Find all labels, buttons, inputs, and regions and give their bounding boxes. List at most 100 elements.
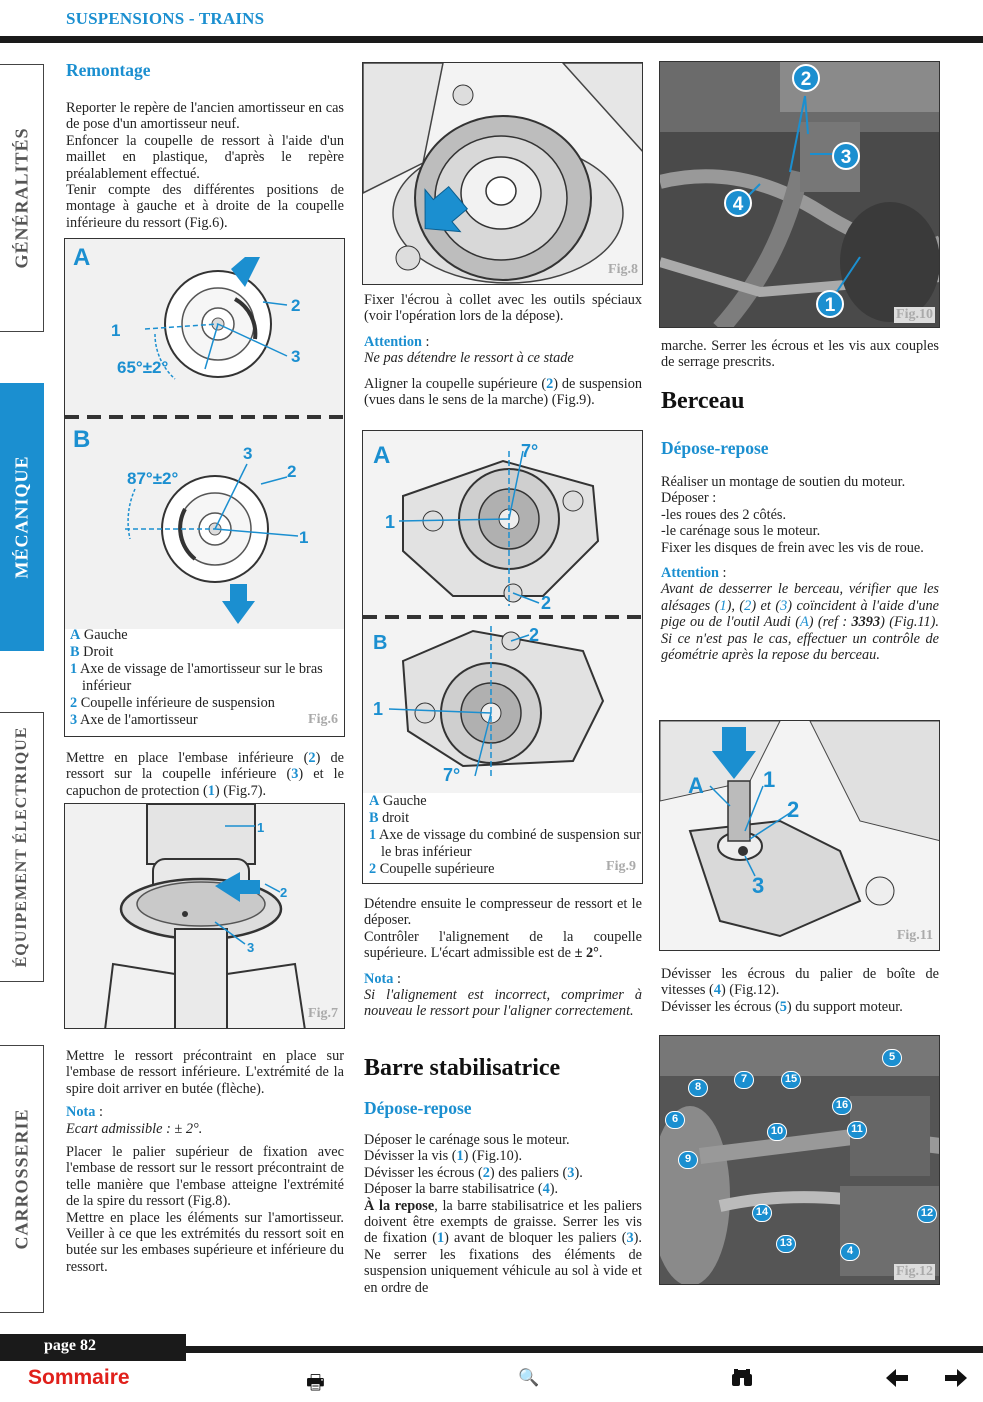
fig7-label: Fig.7 (308, 1006, 338, 1021)
fig12-image (660, 1036, 939, 1284)
paragraph: Réaliser un montage de soutien du moteur… (661, 474, 906, 490)
fig12-callout-13: 13 (776, 1235, 796, 1253)
fig9-angle-a: 7° (521, 441, 538, 461)
tab-equipement-electrique[interactable]: ÉQUIPEMENT ÉLECTRIQUE (0, 712, 44, 982)
fig9-a-n2: 2 (541, 593, 551, 613)
attention-text: Avant de desserrer le berceau, vérifier … (661, 581, 939, 664)
fig12-callout-12: 12 (917, 1205, 937, 1223)
col1-para4: Mettre en place l'embase inférieure (2) … (66, 750, 344, 799)
paragraph: Déposer : (661, 490, 717, 507)
nota-text: Si l'alignement est incorrect, comprimer… (364, 987, 642, 1020)
figure-8: Fig.8 (362, 62, 643, 285)
fig9-diagram: A 7° 1 2 B 7° 1 2 (363, 431, 642, 793)
paragraph: Tenir compte des différentes positions d… (66, 182, 344, 231)
figure-9: A 7° 1 2 B 7° 1 2 A Gauche B droit 1 Axe… (362, 430, 643, 884)
fig12-label: Fig.12 (894, 1264, 935, 1280)
col3-berceau-text: Réaliser un montage de soutien du moteur… (661, 474, 939, 664)
fig6-b-n2: 2 (287, 462, 296, 481)
attention-text: Ne pas détendre le ressort à ce stade (364, 350, 574, 367)
fig9-label: Fig.9 (606, 859, 636, 874)
fig9-panel-a: A (373, 442, 390, 469)
fig12-callout-10: 10 (767, 1123, 787, 1141)
figure-10-photo: 2 3 4 1 Fig.10 (659, 61, 940, 328)
heading-berceau: Berceau (661, 388, 745, 414)
col1-intro: Reporter le repère de l'ancien amortisse… (66, 100, 344, 231)
legend-row: 2 Coupelle inférieure de suspension (70, 695, 275, 711)
nota-text: Ecart admissible : ± 2°. (66, 1120, 203, 1137)
fig6-a-n2: 2 (291, 296, 300, 315)
fig6-legend: A Gauche B Droit 1 Axe de vissage de l'a… (70, 627, 344, 729)
fig6-b-n3: 3 (243, 444, 252, 463)
legend-row: A Gauche (70, 627, 128, 643)
fig12-callout-9: 9 (678, 1151, 698, 1169)
tab-label: ÉQUIPEMENT ÉLECTRIQUE (12, 726, 30, 968)
fig10-n3: 3 (841, 147, 852, 168)
fig11-nA: A (688, 773, 704, 798)
fig11-n1: 1 (763, 767, 775, 792)
paragraph: Reporter le repère de l'ancien amortisse… (66, 100, 344, 133)
fig9-legend: A Gauche B droit 1 Axe de vissage du com… (369, 793, 641, 878)
tab-label: CARROSSERIE (11, 1108, 31, 1250)
fig9-angle-b: 7° (443, 765, 460, 785)
fig7-diagram: 1 2 3 (65, 804, 344, 1028)
col2-upper: Fixer l'écrou à collet avec les outils s… (364, 292, 643, 409)
fig8-diagram (363, 63, 642, 284)
sommaire-link[interactable]: Sommaire (28, 1366, 130, 1389)
printer-icon[interactable]: 🖶 (306, 1370, 325, 1394)
fig10-n1: 1 (825, 295, 836, 316)
fig6-b-n1: 1 (299, 528, 308, 547)
tab-generalites[interactable]: GÉNÉRALITÉS (0, 64, 44, 332)
heading-remontage: Remontage (66, 60, 151, 80)
fig10-n2: 2 (801, 69, 812, 90)
figure-7: 1 2 3 Fig.7 (64, 803, 345, 1029)
legend-row: 2 Coupelle supérieure (369, 861, 495, 877)
subheading-depose-repose: Dépose-repose (364, 1098, 472, 1118)
fig12-callout-5: 5 (882, 1049, 902, 1067)
tab-label: MÉCANIQUE (11, 455, 31, 579)
section-title: SUSPENSIONS - TRAINS (66, 9, 265, 28)
attention-label: Attention (364, 333, 422, 350)
fig11-n3: 3 (752, 873, 764, 898)
fig6-panel-a: A (73, 244, 90, 271)
search-doc-icon[interactable]: 🔍 (518, 1368, 540, 1388)
heading-barre-stabilisatrice: Barre stabilisatrice (364, 1055, 561, 1081)
fig12-callout-11: 11 (847, 1121, 867, 1139)
fig12-callout-7: 7 (734, 1071, 754, 1089)
arrow-left-icon[interactable] (886, 1368, 908, 1392)
fig7-n2: 2 (280, 885, 287, 900)
header-rule (0, 36, 983, 43)
fig6-angle-b: 87°±2° (127, 469, 178, 488)
arrow-right-icon[interactable] (945, 1368, 967, 1392)
legend-row: A Gauche (369, 793, 427, 809)
col1-lower: Mettre le ressort précontraint en place … (66, 1048, 344, 1275)
legend-row: B Droit (70, 644, 114, 660)
page-number: page 82 (0, 1334, 186, 1361)
fig8-label: Fig.8 (608, 262, 638, 277)
paragraph: Mettre le ressort précontraint en place … (66, 1048, 344, 1097)
footer-rule (0, 1346, 983, 1353)
legend-row: B droit (369, 810, 410, 826)
col3-para3: Dévisser les écrous du palier de boîte d… (661, 966, 939, 1015)
fig6-diagram: A 1 2 3 65°±2° B 3 2 1 87°±2° (65, 239, 344, 629)
fig11-n2: 2 (787, 797, 799, 822)
paragraph: Enfoncer la coupelle de ressort à l'aide… (66, 132, 344, 182)
legend-row: 1 Axe de vissage du combiné de suspensio… (369, 827, 641, 860)
tab-carrosserie[interactable]: CARROSSERIE (0, 1045, 44, 1313)
paragraph: Détendre ensuite le compresseur de resso… (364, 896, 642, 929)
fig11-label: Fig.11 (896, 928, 933, 943)
list-item: -les roues des 2 côtés. (661, 506, 787, 523)
list-item: -le carénage sous le moteur. (661, 523, 821, 540)
fig9-panel-b: B (373, 632, 387, 654)
fig7-n3: 3 (247, 940, 254, 955)
paragraph: Fixer l'écrou à collet avec les outils s… (364, 292, 642, 325)
paragraph: Mettre en place les éléments sur l'amort… (66, 1209, 344, 1275)
fig11-diagram: A 1 2 3 (660, 721, 939, 950)
fig10-image: 2 3 4 1 (660, 62, 939, 327)
fig6-label: Fig.6 (308, 712, 338, 727)
fig6-a-n1: 1 (111, 321, 120, 340)
fig6-panel-b: B (73, 426, 90, 453)
fig9-b-n2: 2 (529, 625, 539, 645)
fig7-n1: 1 (257, 820, 264, 835)
tab-mecanique[interactable]: MÉCANIQUE (0, 383, 44, 651)
binoculars-icon[interactable] (730, 1368, 754, 1393)
